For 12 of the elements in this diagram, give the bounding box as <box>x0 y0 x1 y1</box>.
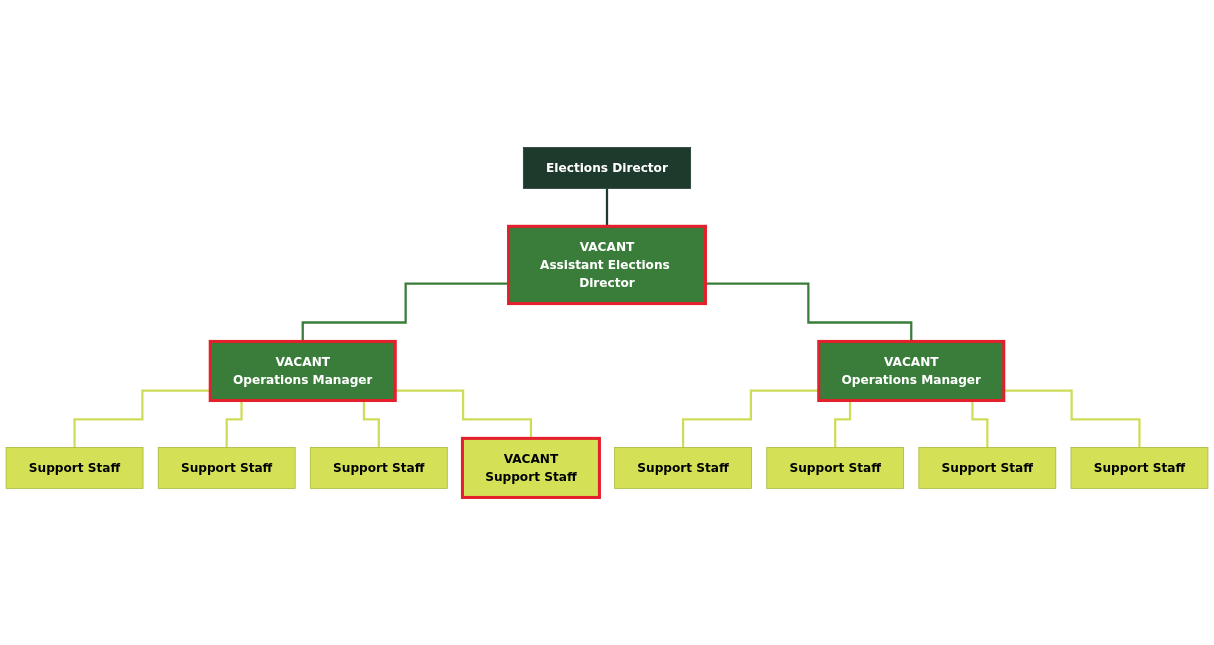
node-box: VACANT Operations Manager <box>208 339 397 403</box>
node-box: Elections Director <box>522 147 692 189</box>
node-box: Support Staff <box>5 447 144 489</box>
node-box: Support Staff <box>1070 447 1209 489</box>
node-box: Support Staff <box>309 447 448 489</box>
node-box: Support Staff <box>157 447 296 489</box>
node-box: VACANT Assistant Elections Director <box>507 224 707 306</box>
node-box: VACANT Support Staff <box>460 436 601 499</box>
node-box: VACANT Operations Manager <box>817 339 1006 403</box>
node-box: Support Staff <box>918 447 1057 489</box>
node-box: Support Staff <box>614 447 752 489</box>
node-box: Support Staff <box>766 447 905 489</box>
